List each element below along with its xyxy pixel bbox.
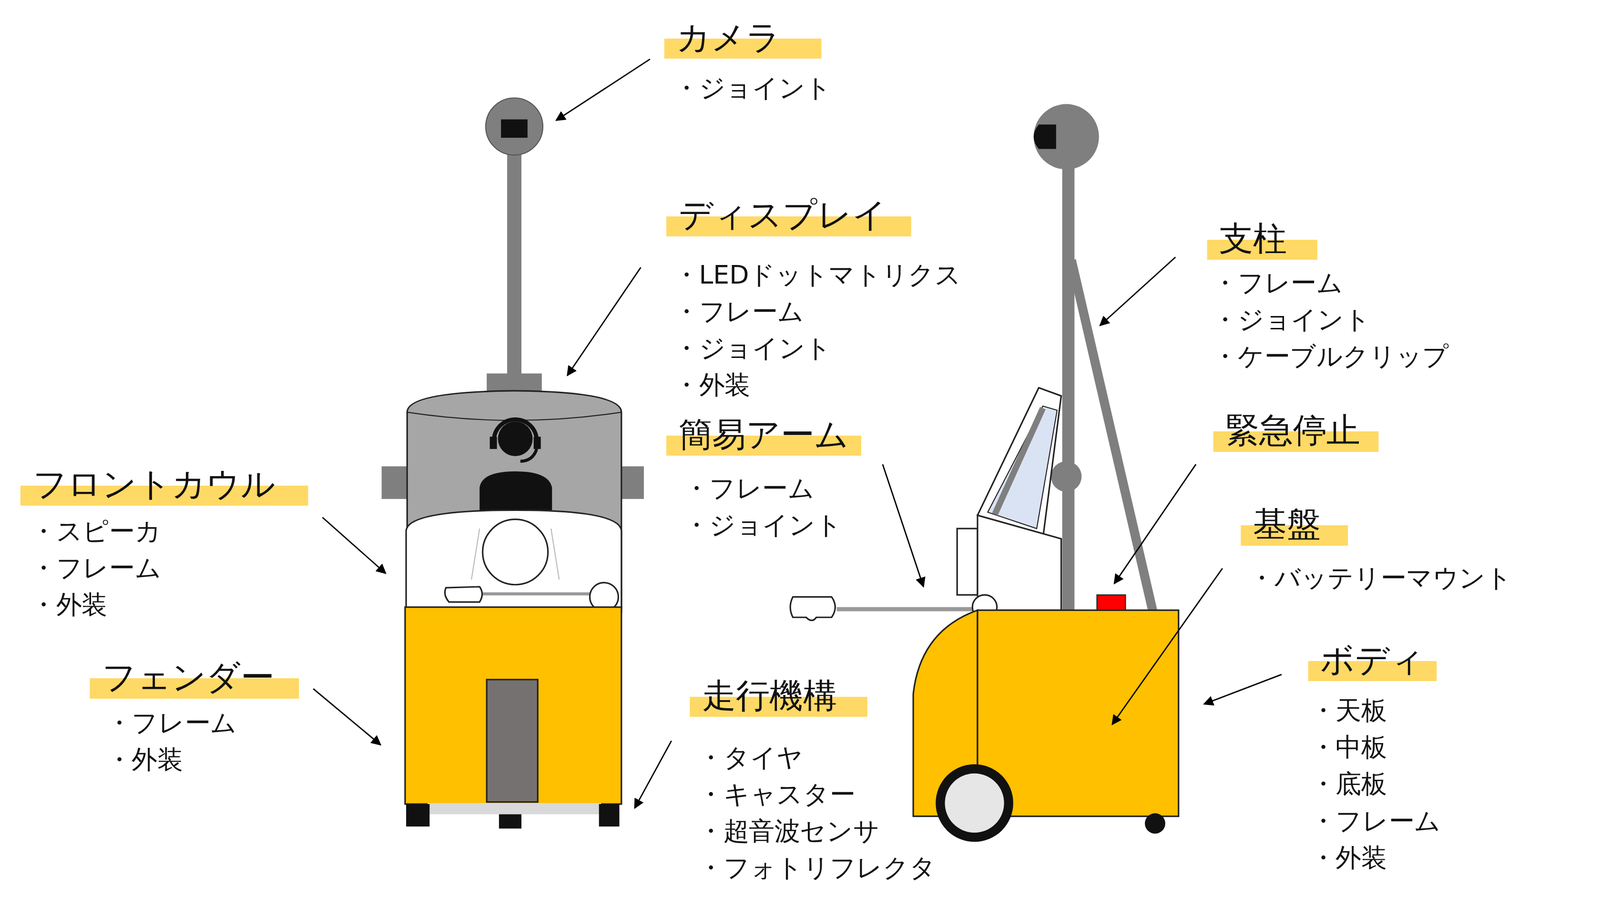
part-item: ・天板	[1310, 694, 1387, 728]
heading-label: 簡易アーム	[666, 412, 862, 458]
part-item: ・キャスター	[697, 778, 856, 812]
heading-text: 基盤	[1253, 504, 1321, 544]
heading-text: カメラ	[676, 17, 781, 57]
part-item: ・フレーム	[683, 472, 815, 506]
part-item: ・外装	[1310, 841, 1387, 875]
heading-text: フロントカウル	[32, 464, 276, 504]
part-item: ・フレーム	[1212, 267, 1343, 301]
heading-label: 支柱	[1207, 216, 1318, 262]
part-item: ・外装	[673, 369, 751, 403]
part-item: ・バッテリーマウント	[1248, 562, 1512, 596]
heading-label: フロントカウル	[20, 462, 309, 508]
part-item: ・ジョイント	[673, 72, 832, 106]
heading-label: 走行機構	[689, 673, 868, 719]
part-item: ・フレーム	[673, 295, 805, 329]
part-item: ・ジョイント	[1212, 304, 1371, 337]
heading-text: 緊急停止	[1225, 410, 1361, 450]
part-item: ・外装	[30, 588, 108, 622]
part-item: ・ジョイント	[673, 332, 832, 366]
heading-label: 基盤	[1240, 501, 1348, 547]
heading-text: ディスプレイ	[678, 194, 887, 235]
heading-text: 支柱	[1219, 218, 1287, 258]
leader-lines	[313, 59, 1282, 808]
part-item: ・フォトリフレクタ	[697, 852, 936, 886]
part-item: ・LEDドットマトリクス	[673, 259, 962, 293]
part-item: ・フレーム	[106, 707, 237, 741]
heading-text: 走行機構	[702, 675, 837, 715]
part-item: ・タイヤ	[697, 741, 804, 775]
heading-label: 緊急停止	[1213, 407, 1379, 453]
heading-label: フェンダー	[89, 654, 299, 700]
part-item: ・スピーカ	[30, 515, 162, 549]
part-item: ・フレーム	[30, 551, 162, 585]
front-robot	[381, 98, 644, 829]
part-item: ・ジョイント	[683, 509, 842, 542]
heading-label: ディスプレイ	[666, 193, 912, 238]
heading-text: フェンダー	[101, 657, 275, 697]
heading-text: ボディ	[1320, 639, 1425, 680]
part-item: ・中板	[1310, 731, 1387, 765]
part-item: ・超音波センサ	[697, 815, 880, 849]
part-item: ・フレーム	[1310, 805, 1441, 838]
part-item: ・ケーブルクリップ	[1212, 340, 1449, 374]
heading-label: ボディ	[1308, 637, 1437, 683]
part-item: ・底板	[1310, 768, 1387, 802]
heading-label: カメラ	[664, 15, 822, 61]
heading-text: 簡易アーム	[678, 414, 850, 454]
part-item: ・外装	[106, 743, 184, 777]
